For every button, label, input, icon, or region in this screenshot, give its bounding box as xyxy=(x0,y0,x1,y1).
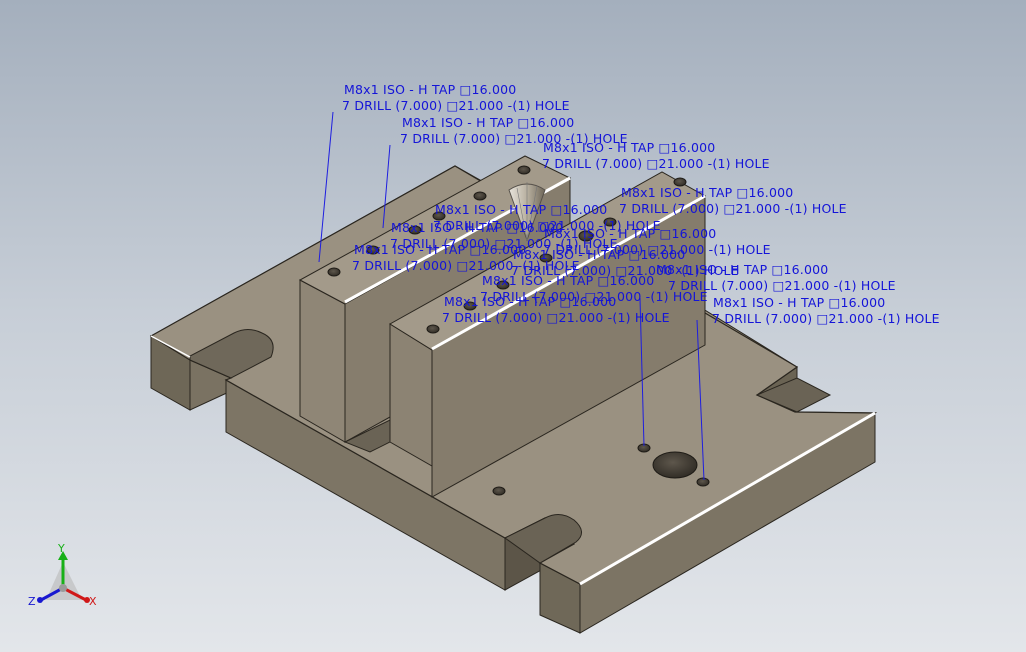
callout-drill-spec: 7 DRILL (7.000) □21.000 -(1) HOLE xyxy=(619,201,847,216)
callout-drill-spec: 7 DRILL (7.000) □21.000 -(1) HOLE xyxy=(342,98,570,113)
callout-tap-spec: M8x1 ISO - H TAP □16.000 xyxy=(354,242,526,257)
callout-leader xyxy=(318,111,334,263)
hole-callout[interactable]: M8x1 ISO - H TAP □16.000 7 DRILL (7.000)… xyxy=(352,242,580,273)
callout-tap-spec: M8x1 ISO - H TAP □16.000 xyxy=(482,273,654,288)
hole-callout[interactable]: M8x1 ISO - H TAP □16.000 7 DRILL (7.000)… xyxy=(400,115,628,146)
hole-callout[interactable]: M8x1 ISO - H TAP □16.000 7 DRILL (7.000)… xyxy=(712,295,940,326)
callout-tap-spec: M8x1 ISO - H TAP □16.000 xyxy=(344,82,516,97)
z-axis-label: Z xyxy=(28,595,36,608)
hole-callout[interactable]: M8x1 ISO - H TAP □16.000 7 DRILL (7.000)… xyxy=(543,226,771,257)
x-axis-label: X xyxy=(89,595,97,608)
hole-callout[interactable]: M8x1 ISO - H TAP □16.000 7 DRILL (7.000)… xyxy=(619,185,847,216)
callout-tap-spec: M8x1 ISO - H TAP □16.000 xyxy=(656,262,828,277)
callout-drill-spec: 7 DRILL (7.000) □21.000 -(1) HOLE xyxy=(511,263,739,278)
callout-tap-spec: M8x1 ISO - H TAP □16.000 xyxy=(713,295,885,310)
hole-callout-annotations: M8x1 ISO - H TAP □16.000 7 DRILL (7.000)… xyxy=(318,82,940,481)
hole-markers xyxy=(327,165,710,496)
callout-tap-spec: M8x1 ISO - H TAP □16.000 xyxy=(544,226,716,241)
orientation-triad[interactable]: Y X Z xyxy=(28,542,97,608)
callout-tap-spec: M8x1 ISO - H TAP □16.000 xyxy=(402,115,574,130)
callout-drill-spec: 7 DRILL (7.000) □21.000 -(1) HOLE xyxy=(352,258,580,273)
callout-tap-spec: M8x1 ISO - H TAP □16.000 xyxy=(444,294,616,309)
hole-callout[interactable]: M8x1 ISO - H TAP □16.000 7 DRILL (7.000)… xyxy=(480,273,708,304)
callout-drill-spec: 7 DRILL (7.000) □21.000 -(1) HOLE xyxy=(542,156,770,171)
z-axis-arrow-icon xyxy=(37,597,43,603)
callout-leader xyxy=(382,144,391,229)
hole-callout[interactable]: M8x1 ISO - H TAP □16.000 7 DRILL (7.000)… xyxy=(442,294,670,325)
callout-drill-spec: 7 DRILL (7.000) □21.000 -(1) HOLE xyxy=(712,311,940,326)
hole-callout[interactable]: M8x1 ISO - H TAP □16.000 7 DRILL (7.000)… xyxy=(390,220,618,251)
hole-callout[interactable]: M8x1 ISO - H TAP □16.000 7 DRILL (7.000)… xyxy=(433,202,661,233)
z-axis-line xyxy=(40,586,64,602)
callout-drill-spec: 7 DRILL (7.000) □21.000 -(1) HOLE xyxy=(442,310,670,325)
x-axis-line xyxy=(62,586,87,602)
y-axis-label: Y xyxy=(57,542,65,555)
y-axis-arrow-icon xyxy=(58,551,68,560)
callout-leader xyxy=(639,297,645,447)
callout-tap-spec: M8x1 ISO - H TAP □16.000 xyxy=(543,140,715,155)
hole-callout[interactable]: M8x1 ISO - H TAP □16.000 7 DRILL (7.000)… xyxy=(656,262,896,293)
callout-tap-spec: M8x1 ISO - H TAP □16.000 xyxy=(391,220,563,235)
callout-tap-spec: M8x1 ISO - H TAP □16.000 xyxy=(513,247,685,262)
callout-drill-spec: 7 DRILL (7.000) □21.000 -(1) HOLE xyxy=(390,236,618,251)
callout-tap-spec: M8x1 ISO - H TAP □16.000 xyxy=(621,185,793,200)
fixture-base-part[interactable] xyxy=(149,155,878,634)
callout-drill-spec: 7 DRILL (7.000) □21.000 -(1) HOLE xyxy=(480,289,708,304)
x-axis-arrow-icon xyxy=(84,597,90,603)
callout-leader xyxy=(696,319,705,481)
hole-callout[interactable]: M8x1 ISO - H TAP □16.000 7 DRILL (7.000)… xyxy=(511,247,739,278)
callout-tap-spec: M8x1 ISO - H TAP □16.000 xyxy=(435,202,607,217)
triad-origin xyxy=(59,584,67,592)
hole-callout[interactable]: M8x1 ISO - H TAP □16.000 7 DRILL (7.000)… xyxy=(542,140,770,171)
callout-drill-spec: 7 DRILL (7.000) □21.000 -(1) HOLE xyxy=(543,242,771,257)
hole-callout[interactable]: M8x1 ISO - H TAP □16.000 7 DRILL (7.000)… xyxy=(342,82,570,113)
callout-drill-spec: 7 DRILL (7.000) □21.000 -(1) HOLE xyxy=(433,218,661,233)
callout-drill-spec: 7 DRILL (7.000) □21.000 -(1) HOLE xyxy=(400,131,628,146)
callout-drill-spec: 7 DRILL (7.000) □21.000 -(1) HOLE xyxy=(668,278,896,293)
drill-cone-indicator xyxy=(508,182,546,242)
